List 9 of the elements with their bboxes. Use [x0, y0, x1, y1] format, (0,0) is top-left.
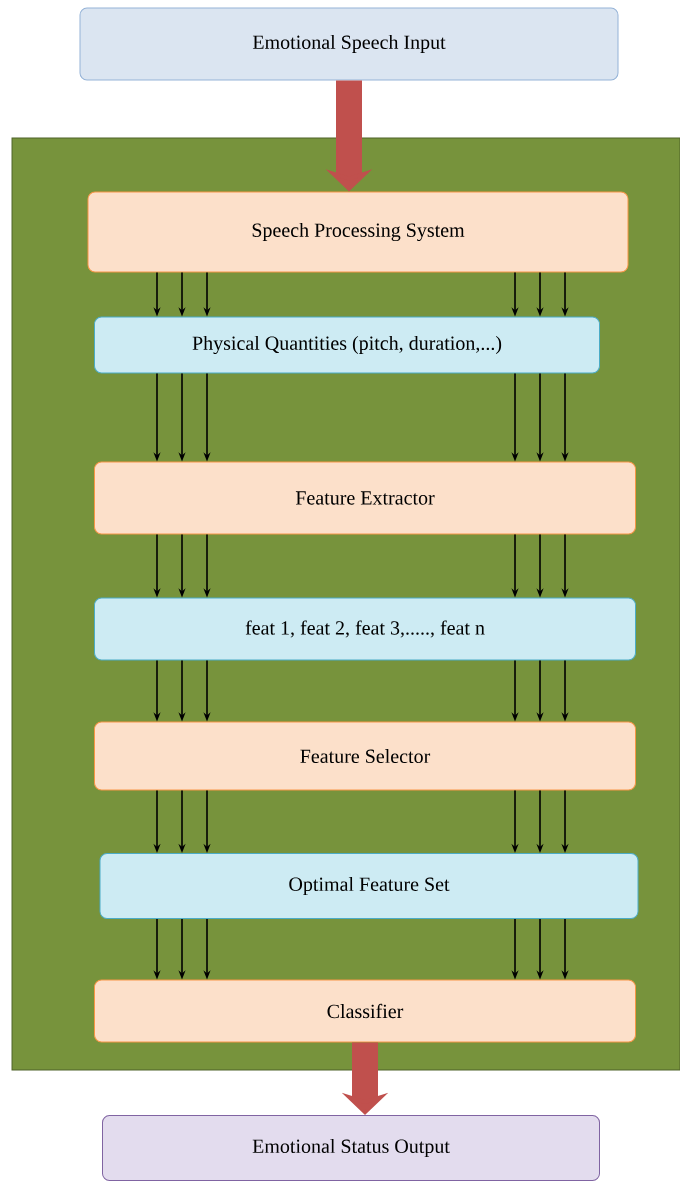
process-box: Feature Extractor: [94, 461, 636, 535]
data-box: Optimal Feature Set: [99, 853, 639, 919]
data-box: Physical Quantities (pitch, duration,...): [94, 316, 600, 374]
process-box: Classifier: [94, 979, 636, 1043]
process-box: Feature Selector: [94, 721, 636, 791]
process-box: Speech Processing System: [87, 191, 629, 273]
input-box: Emotional Speech Input: [79, 7, 619, 81]
data-box: feat 1, feat 2, feat 3,....., feat n: [94, 597, 636, 661]
output-box: Emotional Status Output: [102, 1115, 600, 1181]
